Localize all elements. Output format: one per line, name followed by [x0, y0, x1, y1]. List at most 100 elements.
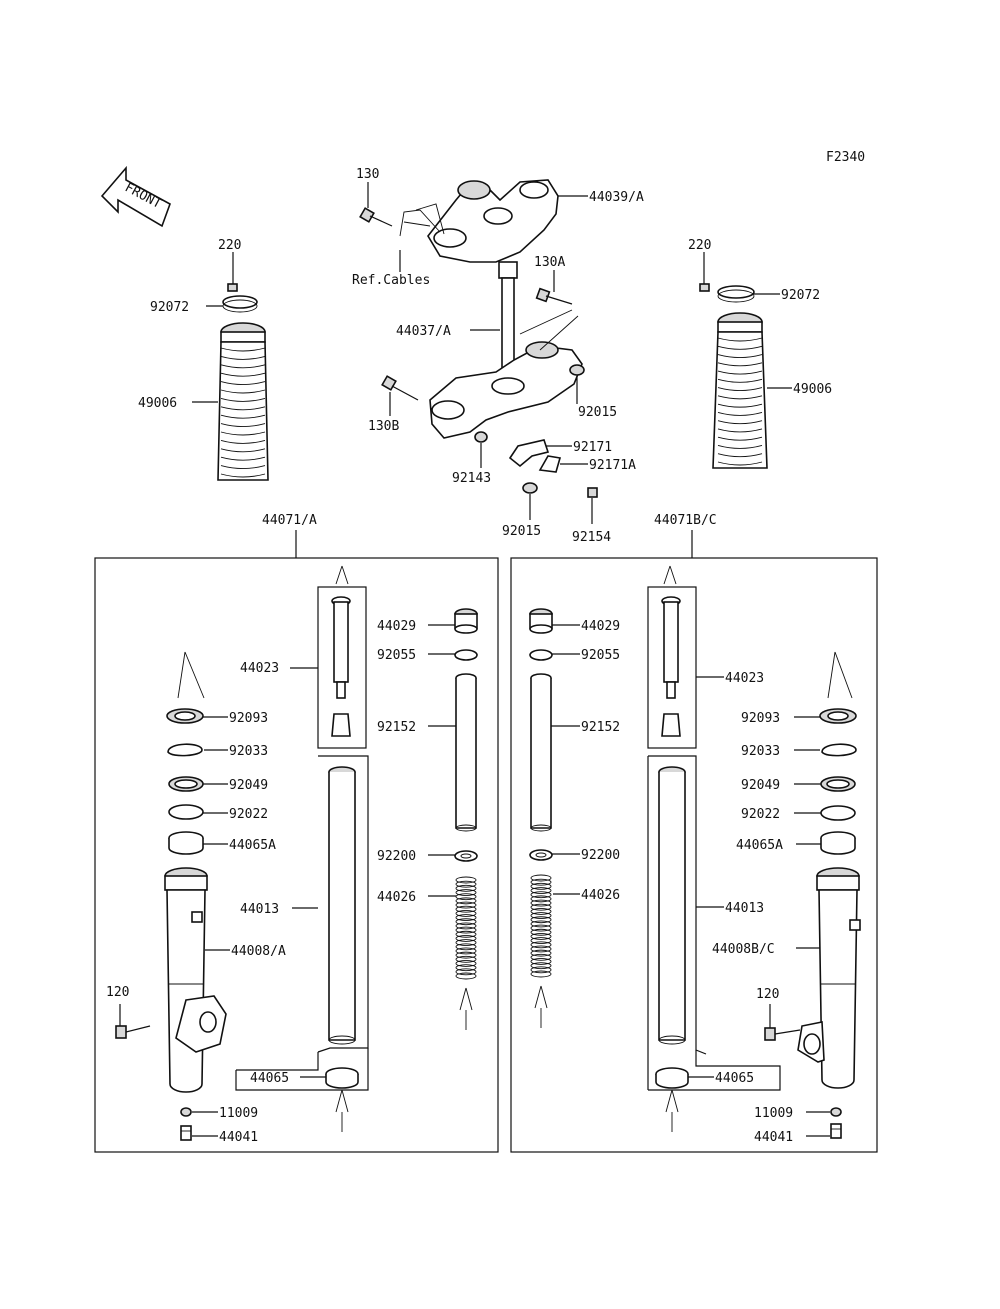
group-right-label: 44071B/C: [654, 513, 717, 528]
label-92152-left: 92152: [377, 720, 416, 735]
o-ring-92055-right: [529, 649, 553, 661]
label-92093-right: 92093: [741, 711, 780, 726]
spring-coil: [530, 962, 552, 970]
o-ring-92055-left: [454, 649, 478, 661]
fork-box-left: [94, 557, 499, 1153]
label-92049-left: 92049: [229, 778, 268, 793]
retaining-ring-92033-left: [167, 743, 203, 757]
spring-coil: [455, 951, 477, 959]
boot-rib: [220, 347, 266, 352]
label-92143: 92143: [452, 471, 491, 486]
bolt-44041-right: [830, 1123, 842, 1139]
boot-rib: [220, 397, 266, 402]
label-92033-left: 92033: [229, 744, 268, 759]
label-92015-lower: 92015: [502, 524, 541, 539]
clamp-92072-left: [222, 295, 258, 313]
boot-rib: [220, 431, 266, 436]
spring-coil: [530, 895, 552, 903]
label-92049-right: 92049: [741, 778, 780, 793]
damper-rod-44023-left: [317, 565, 367, 749]
label-44037: 44037/A: [396, 324, 451, 339]
spring-coil: [530, 970, 552, 978]
boot-rib: [220, 381, 266, 386]
gasket-11009-left: [180, 1107, 192, 1117]
bolt-120-left: [115, 1004, 151, 1039]
label-92200-left: 92200: [377, 849, 416, 864]
spring-coil: [455, 909, 477, 917]
label-92022-left: 92022: [229, 807, 268, 822]
boot-rib: [717, 411, 763, 416]
boot-rib: [717, 436, 763, 441]
boot-rib: [717, 445, 763, 449]
boot-rib: [220, 423, 266, 428]
spring-coil: [455, 889, 477, 896]
inner-tube-44013-left: [317, 755, 369, 1053]
label-44065A-left: 44065A: [229, 838, 276, 853]
spring-coil: [530, 912, 552, 920]
label-92171: 92171: [573, 440, 612, 455]
clamp-92072-right: [717, 285, 755, 303]
spring-coil: [455, 930, 477, 938]
spring-coil: [455, 972, 477, 980]
nut-92015-upper: [569, 364, 585, 404]
label-44008-right: 44008B/C: [712, 942, 775, 957]
spring-coil: [530, 878, 552, 886]
label-44013-right: 44013: [725, 901, 764, 916]
label-92154: 92154: [572, 530, 611, 545]
steering-stem-44037: [429, 261, 583, 439]
spring-coil: [455, 884, 477, 892]
collar-92152-left: [455, 673, 477, 832]
label-44065A-right: 44065A: [736, 838, 783, 853]
spring-coil: [530, 920, 552, 928]
label-11009-right: 11009: [754, 1106, 793, 1121]
bolt-92154: [587, 487, 598, 524]
boot-rib: [220, 372, 266, 377]
bushing-44065A-left: [168, 831, 204, 855]
label-44065-right: 44065: [715, 1071, 754, 1086]
spring-coil: [455, 893, 477, 901]
label-92055-right: 92055: [581, 648, 620, 663]
spring-coil: [455, 926, 477, 934]
label-92072-right: 92072: [781, 288, 820, 303]
spring-coil: [530, 899, 552, 907]
label-44039: 44039/A: [589, 190, 644, 205]
boot-rib: [717, 337, 763, 342]
spring-coil: [530, 924, 552, 932]
spring-coil: [455, 964, 477, 972]
label-44026-left: 44026: [377, 890, 416, 905]
label-44029-right: 44029: [581, 619, 620, 634]
boot-rib: [717, 345, 763, 350]
diagram-code: F2340: [826, 150, 865, 165]
label-220-right: 220: [688, 238, 711, 253]
bolt-220-left: [227, 252, 238, 292]
bolt-130A: [535, 287, 573, 305]
spring-coil: [455, 897, 477, 905]
label-220-left: 220: [218, 238, 241, 253]
damper-rod-44023-right: [647, 565, 697, 749]
boot-rib: [220, 439, 266, 444]
boot-rib: [717, 362, 763, 367]
cap-bolt-44029-left: [454, 608, 478, 634]
boot-rib: [717, 387, 763, 392]
boot-rib: [717, 428, 763, 433]
boot-rib: [717, 378, 763, 383]
spring-coil: [455, 955, 477, 963]
front-arrow-icon: FRONT: [100, 165, 171, 228]
label-130B: 130B: [368, 419, 399, 434]
boot-rib: [717, 370, 763, 375]
label-44008-left: 44008/A: [231, 944, 286, 959]
spring-coil: [455, 914, 477, 922]
bushing-44065-left: [235, 1048, 369, 1132]
label-44041-right: 44041: [754, 1130, 793, 1145]
label-44065-left: 44065: [250, 1071, 289, 1086]
boot-49006-left: [217, 322, 269, 481]
label-44026-right: 44026: [581, 888, 620, 903]
label-49006-left: 49006: [138, 396, 177, 411]
boot-rib: [220, 448, 266, 453]
boot-rib: [220, 414, 266, 419]
spring-44026-left: [455, 876, 477, 1030]
spring-coil: [455, 918, 477, 926]
spring-coil: [455, 876, 477, 884]
gasket-11009-right: [830, 1107, 842, 1117]
